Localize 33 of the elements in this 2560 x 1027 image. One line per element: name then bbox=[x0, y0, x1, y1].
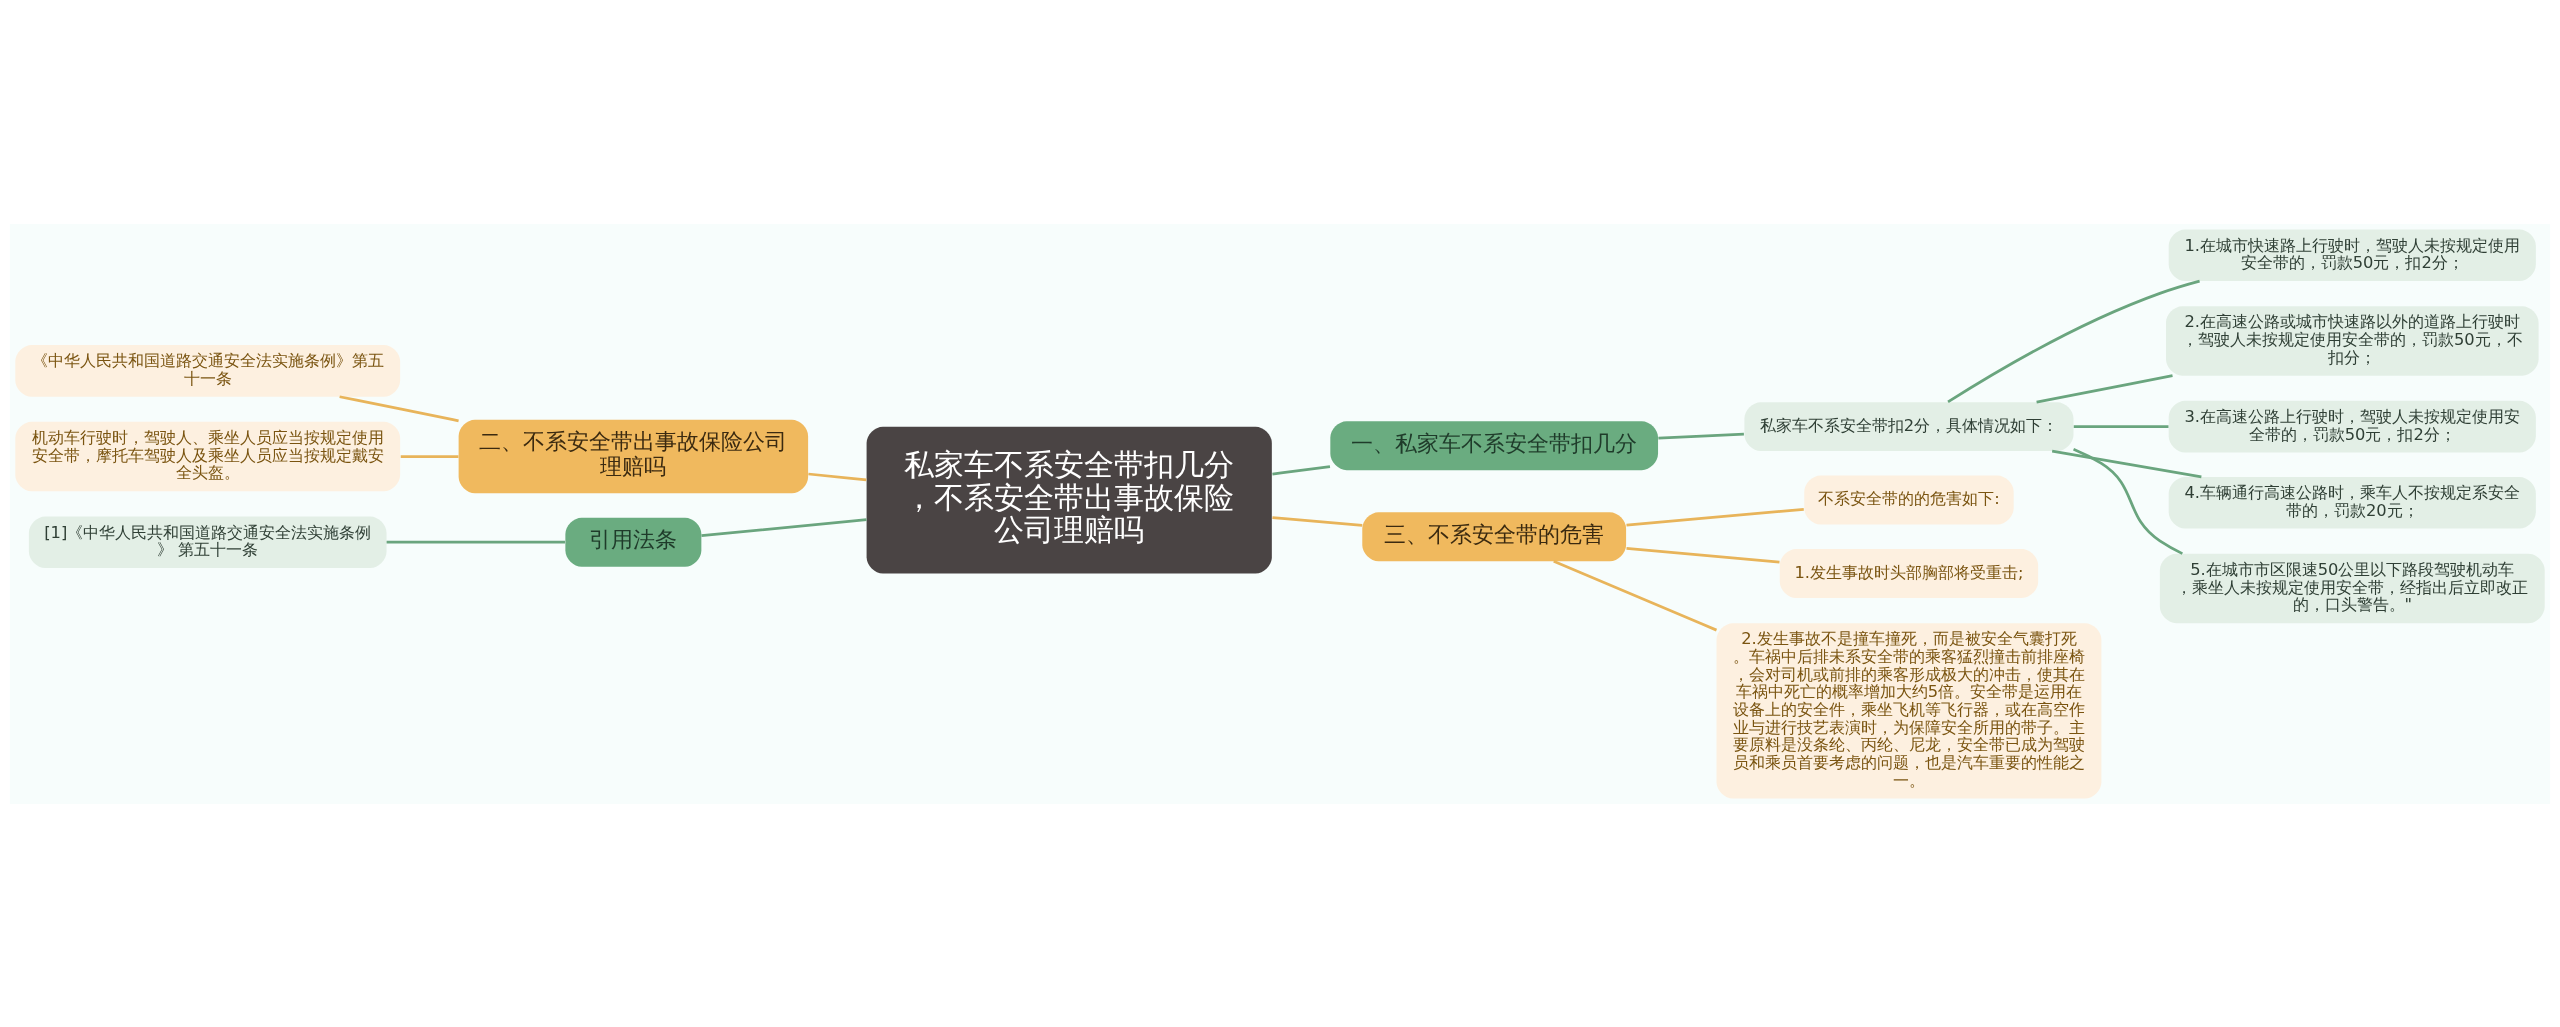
node-box: 机动车行驶时，驾驶人、乘坐人员应当按规定使用安全带，摩托车驾驶人及乘坐人员应当按规定戴安全头盔。 bbox=[15, 421, 401, 491]
connector bbox=[1947, 279, 2200, 403]
connector bbox=[1553, 559, 1718, 631]
node-box: 4.车辆通行高速公路时，乘车人不按规定系安全带的，罚款20元； bbox=[2168, 476, 2536, 529]
connector bbox=[1626, 546, 1780, 563]
node-box: 私家车不系安全带扣几分，不系安全带出事故保险公司理赔吗 bbox=[866, 426, 1272, 573]
connector bbox=[1626, 507, 1804, 526]
connector bbox=[2073, 447, 2183, 555]
connector bbox=[339, 394, 459, 422]
connector bbox=[1658, 432, 1744, 439]
node-box: 1.发生事故时头部胸部将受重击; bbox=[1779, 548, 2039, 598]
node-box: 不系安全带的的危害如下: bbox=[1804, 475, 2014, 525]
connector bbox=[2036, 373, 2173, 403]
node-box: 三、不系安全带的危害 bbox=[1362, 511, 1627, 561]
node-box: 1.在城市快速路上行驶时，驾驶人未按规定使用安全带的，罚款50元，扣2分； bbox=[2168, 228, 2536, 281]
node-box: 二、不系安全带出事故保险公司理赔吗 bbox=[458, 419, 809, 493]
connector bbox=[1272, 515, 1363, 527]
connector bbox=[701, 517, 867, 537]
connector bbox=[2073, 424, 2169, 428]
connector bbox=[400, 454, 459, 458]
node-box: 2.在高速公路或城市快速路以外的道路上行驶时，驾驶人未按规定使用安全带的，罚款50元，不扣分； bbox=[2166, 305, 2539, 376]
connector bbox=[1272, 464, 1331, 475]
node-box: 一、私家车不系安全带扣几分 bbox=[1330, 420, 1659, 470]
node-box: 《中华人民共和国道路交通安全法实施条例》第五十一条 bbox=[15, 344, 401, 397]
node-box: 私家车不系安全带扣2分，具体情况如下： bbox=[1744, 401, 2074, 451]
node-box: 2.发生事故不是撞车撞死，而是被安全气囊打死。车祸中后排未系安全带的乘客猛烈撞击前排座椅，会对司机或前排的乘客形成极大的冲击，使其在车祸中死亡的概率增加大约5倍。安全带是运用在设备上的安全件，乘坐飞机等飞行器，或在高空作业与进行技艺表演时，为保障安全所用的带子。主要原料是没条纶、丙纶、尼龙，安全带已成为驾驶员和乘员首要考虑的问题，也是汽车重要的性能之一。 bbox=[1716, 622, 2102, 799]
node-box: 引用法条 bbox=[565, 517, 702, 567]
connector bbox=[808, 472, 867, 481]
node-box: 3.在高速公路上行驶时，驾驶人未按规定使用安全带的，罚款50元，扣2分； bbox=[2168, 400, 2536, 452]
node-box: [1]《中华人民共和国道路交通安全法实施条例》 第五十一条 bbox=[28, 515, 387, 568]
connector bbox=[2051, 449, 2202, 478]
node-box: 5.在城市市区限速50公里以下路段驾驶机动车，乘坐人未按规定使用安全带，经指出后立即改正的，口头警告。" bbox=[2159, 553, 2545, 623]
connector bbox=[386, 540, 565, 544]
